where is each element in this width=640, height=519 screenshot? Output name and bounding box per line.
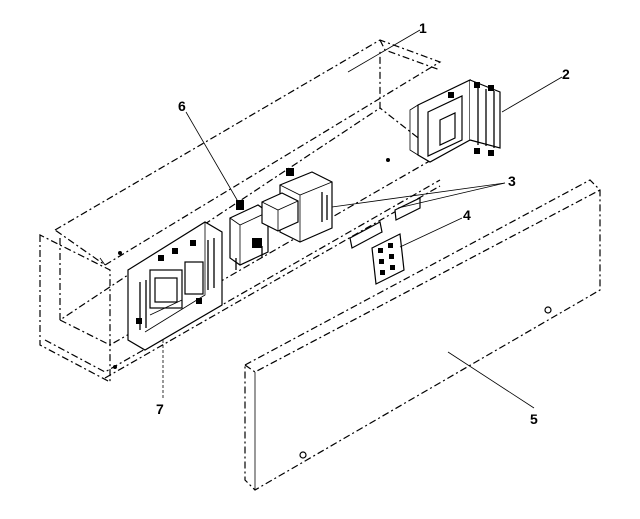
callout-6: 6 [178, 98, 186, 114]
callout-1: 1 [419, 20, 427, 36]
callout-5: 5 [530, 411, 538, 427]
callout-2: 2 [562, 66, 570, 82]
callout-7: 7 [156, 401, 164, 417]
callout-3: 3 [508, 173, 516, 189]
control-board [127, 221, 223, 351]
transformer [261, 168, 421, 249]
contactor [409, 79, 501, 163]
front-cover-panel [244, 179, 601, 491]
enclosure-box [39, 39, 442, 383]
terminal-block [371, 233, 405, 285]
callout-4: 4 [463, 207, 471, 223]
leader-lines [162, 29, 563, 409]
